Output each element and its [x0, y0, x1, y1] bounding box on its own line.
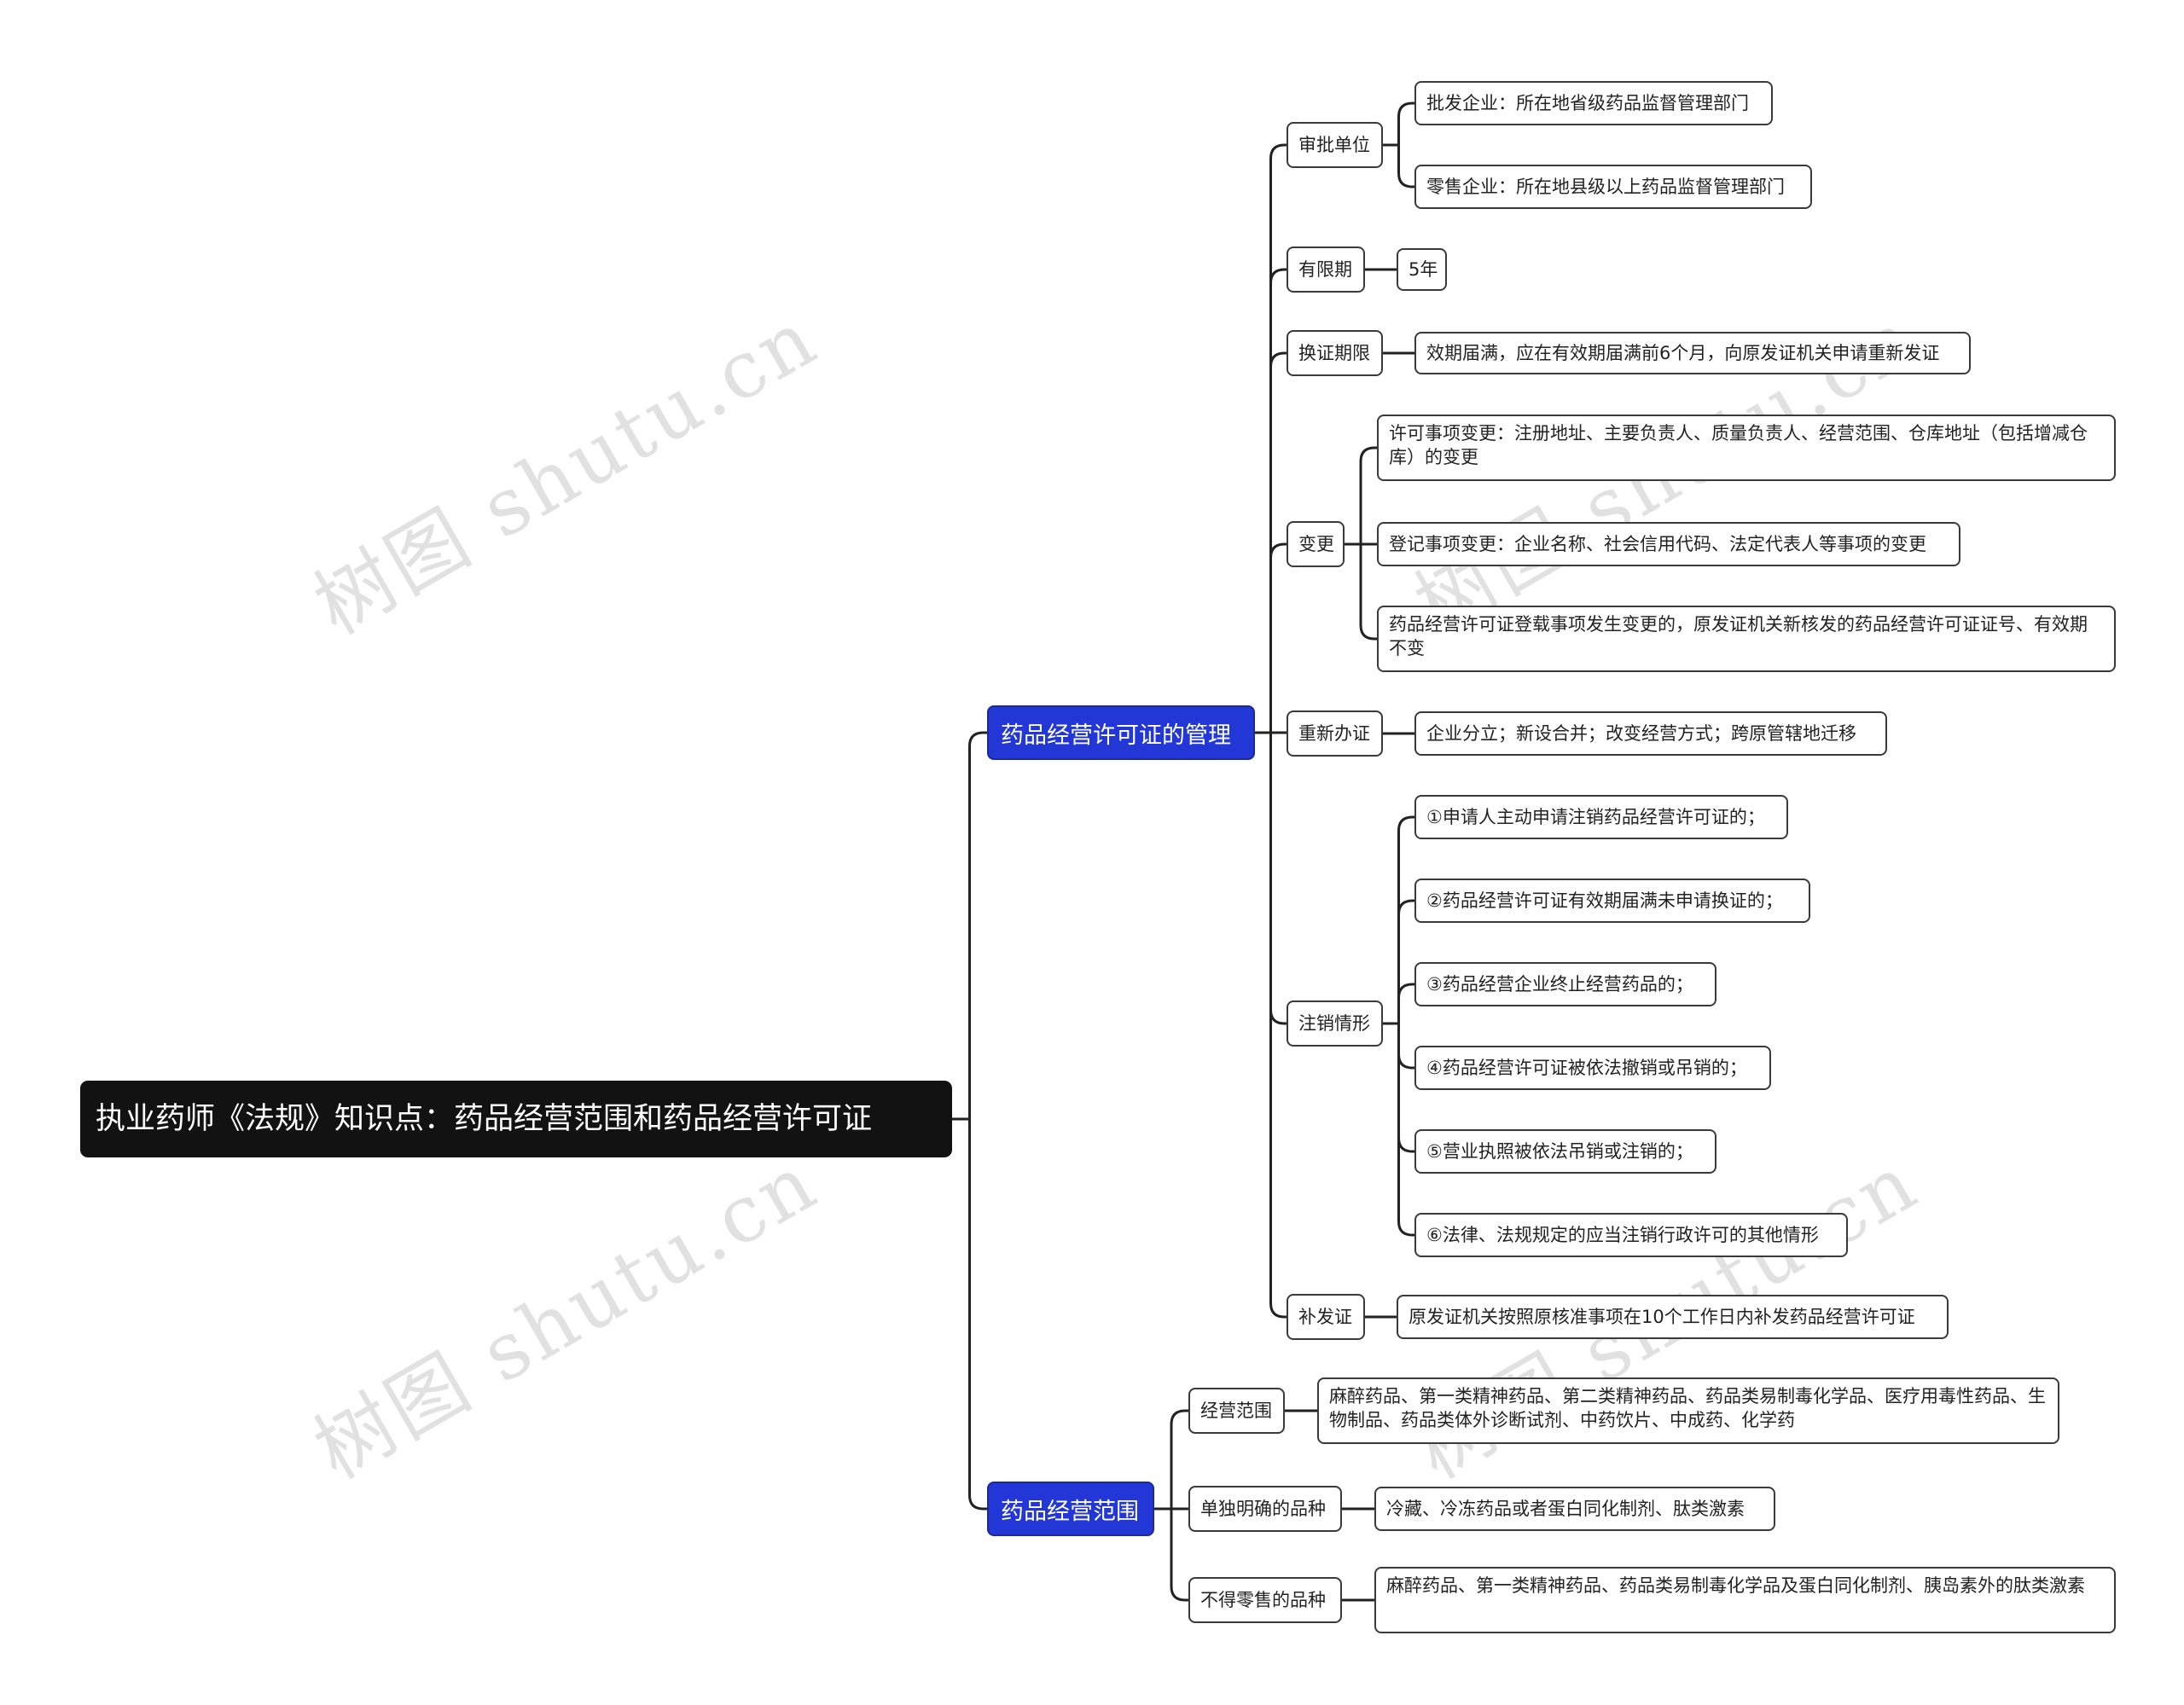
connector-line — [1359, 544, 1377, 641]
leaf-reissue[interactable]: 原发证机关按照原核准事项在10个工作日内补发药品经营许可证 — [1397, 1295, 1949, 1339]
leaf-no-retail[interactable]: 麻醉药品、第一类精神药品、药品类易制毒化学品及蛋白同化制剂、胰岛素外的肽类激素 — [1374, 1567, 2116, 1633]
topic-renewal-deadline[interactable]: 换证期限 — [1287, 330, 1383, 376]
connector-line — [1269, 143, 1287, 733]
connector-line — [1269, 542, 1287, 733]
connector-line — [1397, 101, 1414, 145]
topic-no-retail[interactable]: 不得零售的品种 — [1188, 1577, 1342, 1623]
connector-line — [968, 1119, 987, 1511]
leaf-renewal[interactable]: 效期届满，应在有效期届满前6个月，向原发证机关申请重新发证 — [1414, 332, 1971, 374]
connector-line — [1397, 1024, 1414, 1237]
topic-specified-items[interactable]: 单独明确的品种 — [1188, 1486, 1342, 1532]
connector-line — [1397, 1024, 1414, 1070]
connector-line — [1170, 1509, 1188, 1602]
topic-scope[interactable]: 经营范围 — [1188, 1388, 1285, 1434]
leaf-cancel-1[interactable]: ①申请人主动申请注销药品经营许可证的； — [1414, 795, 1788, 839]
leaf-cancel-4[interactable]: ④药品经营许可证被依法撤销或吊销的； — [1414, 1046, 1771, 1090]
topic-validity[interactable]: 有限期 — [1287, 246, 1365, 293]
connector-line — [1170, 1409, 1188, 1509]
connector-line — [1397, 983, 1414, 1024]
connector-line — [1269, 733, 1287, 1319]
branch-license-management[interactable]: 药品经营许可证的管理 — [987, 705, 1255, 760]
connector-line — [1359, 446, 1377, 544]
connector-line — [968, 731, 987, 1119]
leaf-cancel-5[interactable]: ⑤营业执照被依法吊销或注销的； — [1414, 1129, 1716, 1174]
topic-cancellation[interactable]: 注销情形 — [1287, 1000, 1383, 1047]
topic-change[interactable]: 变更 — [1287, 521, 1345, 567]
connector-line — [1397, 815, 1414, 1024]
topic-reissue[interactable]: 补发证 — [1287, 1294, 1365, 1340]
branch-business-scope[interactable]: 药品经营范围 — [987, 1482, 1154, 1536]
topic-approval-unit[interactable]: 审批单位 — [1287, 122, 1383, 168]
connector-line — [1269, 351, 1287, 733]
leaf-scope[interactable]: 麻醉药品、第一类精神药品、第二类精神药品、药品类易制毒化学品、医疗用毒性药品、生… — [1317, 1377, 2059, 1444]
connector-line — [1397, 1024, 1414, 1153]
leaf-license-change[interactable]: 许可事项变更：注册地址、主要负责人、质量负责人、经营范围、仓库地址（包括增减仓库… — [1377, 415, 2116, 481]
leaf-retail[interactable]: 零售企业：所在地县级以上药品监督管理部门 — [1414, 165, 1812, 209]
leaf-cancel-2[interactable]: ②药品经营许可证有效期届满未申请换证的； — [1414, 879, 1810, 923]
topic-reapply[interactable]: 重新办证 — [1287, 710, 1383, 757]
leaf-registration-change[interactable]: 登记事项变更：企业名称、社会信用代码、法定代表人等事项的变更 — [1377, 522, 1960, 566]
leaf-reapply[interactable]: 企业分立；新设合并；改变经营方式；跨原管辖地迁移 — [1414, 711, 1887, 756]
connector-line — [1269, 268, 1287, 733]
connector-line — [1269, 733, 1287, 1025]
leaf-specified-items[interactable]: 冷藏、冷冻药品或者蛋白同化制剂、肽类激素 — [1374, 1487, 1775, 1531]
leaf-cancel-3[interactable]: ③药品经营企业终止经营药品的； — [1414, 962, 1716, 1006]
leaf-wholesale[interactable]: 批发企业：所在地省级药品监督管理部门 — [1414, 81, 1773, 125]
leaf-five-years[interactable]: 5年 — [1397, 248, 1447, 291]
connector-line — [1397, 899, 1414, 1024]
leaf-number-unchanged[interactable]: 药品经营许可证登载事项发生变更的，原发证机关新核发的药品经营许可证证号、有效期不… — [1377, 606, 2116, 672]
leaf-cancel-6[interactable]: ⑥法律、法规规定的应当注销行政许可的其他情形 — [1414, 1213, 1848, 1257]
connector-line — [1397, 145, 1414, 188]
root-topic[interactable]: 执业药师《法规》知识点：药品经营范围和药品经营许可证 — [80, 1081, 952, 1157]
